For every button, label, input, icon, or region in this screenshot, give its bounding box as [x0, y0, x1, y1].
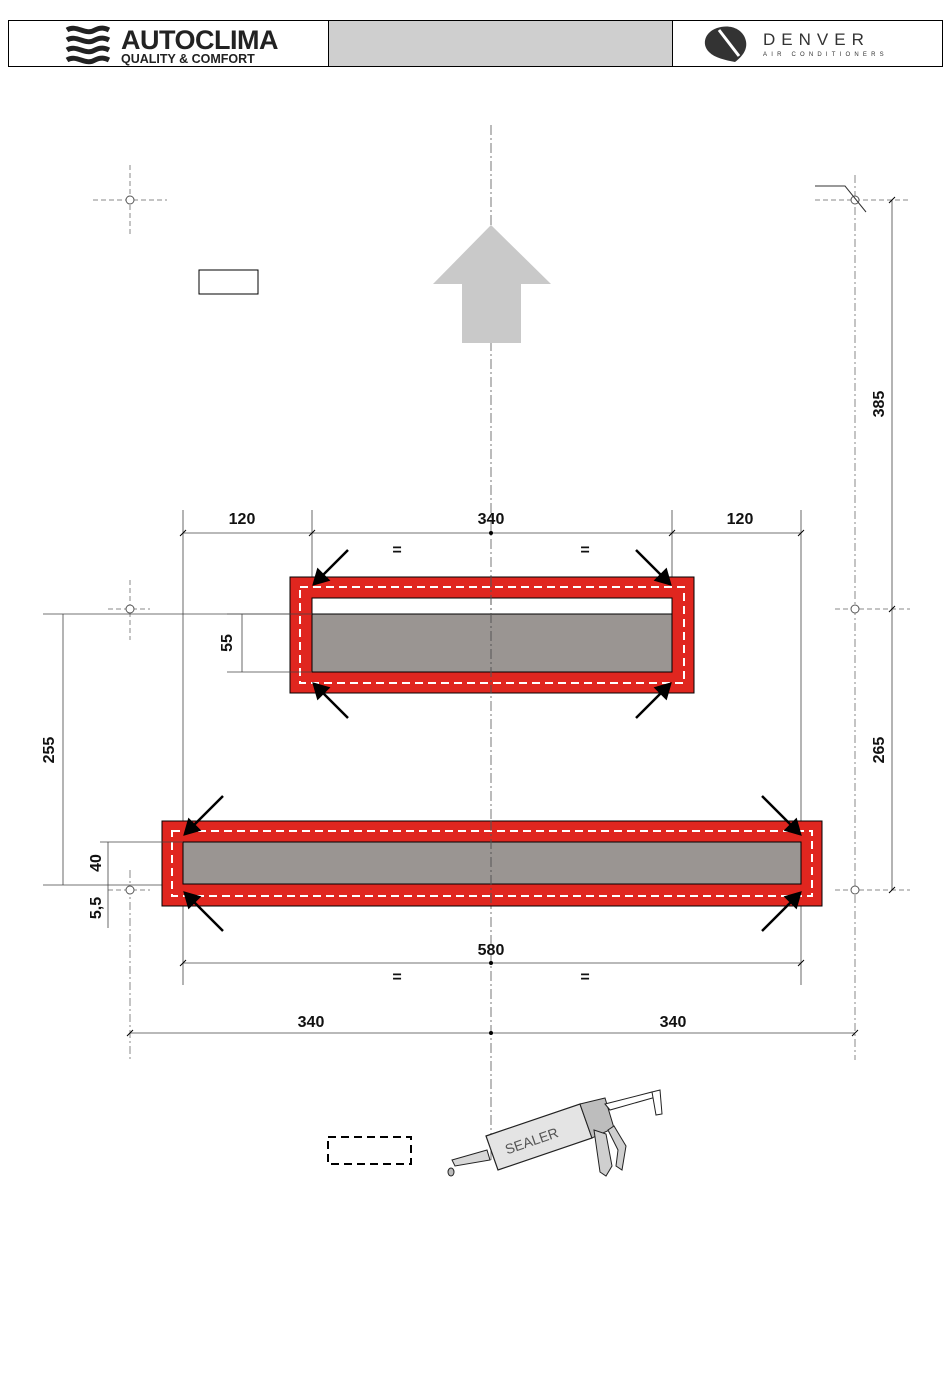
dim-top-eq-right: = — [580, 542, 589, 559]
dim-top-center: 340 — [478, 511, 505, 528]
direction-arrow — [433, 225, 551, 343]
denver-logo-icon — [699, 22, 759, 66]
header-bar: AUTOCLIMA QUALITY & COMFORT DENVER AIR C… — [8, 20, 943, 67]
denver-tagline: AIR CONDITIONERS — [763, 52, 888, 58]
dim-base-right: 340 — [660, 1014, 687, 1031]
dim-upper-opening-height: 55 — [219, 634, 236, 652]
dim-bottom-eq-right: = — [580, 969, 589, 986]
sealer-label: SEALER — [503, 1124, 560, 1157]
upper-seal-frame — [290, 577, 694, 693]
mounting-hole-top-left — [93, 165, 167, 235]
dim-bottom-eq-left: = — [392, 969, 401, 986]
upper-frame-arrows — [314, 550, 670, 718]
dim-base-left: 340 — [298, 1014, 325, 1031]
mounting-hole-top-right — [815, 175, 910, 1060]
autoclima-tagline: QUALITY & COMFORT — [121, 52, 255, 66]
mounting-hole-low-right — [835, 886, 910, 894]
dim-left-vertical: 255 — [41, 737, 58, 764]
autoclima-logo-cell: AUTOCLIMA QUALITY & COMFORT — [9, 21, 329, 66]
lower-frame-arrows — [185, 796, 800, 931]
dim-top-right: 120 — [727, 511, 754, 528]
dim-top-left: 120 — [229, 511, 256, 528]
header-title-cell — [329, 21, 673, 66]
legend-box-dashed — [328, 1137, 411, 1164]
dim-right-lower: 265 — [871, 737, 888, 764]
denver-logo-cell: DENVER AIR CONDITIONERS — [673, 21, 942, 66]
dim-top-eq-left: = — [392, 542, 401, 559]
sealer-gun-icon: SEALER — [448, 1090, 662, 1176]
legend-box-empty — [199, 270, 258, 294]
dim-bottom-width: 580 — [478, 942, 505, 959]
mounting-hole-mid-left — [108, 580, 150, 640]
autoclima-waves-icon — [63, 22, 113, 66]
dim-right-upper: 385 — [871, 391, 888, 418]
denver-brand: DENVER — [763, 30, 870, 50]
mounting-hole-low-left — [108, 870, 150, 1060]
lower-seal-frame — [162, 821, 822, 906]
mounting-hole-mid-right — [835, 605, 910, 613]
dim-lower-opening-height: 40 — [88, 854, 105, 872]
dim-lower-offset: 5,5 — [88, 897, 105, 919]
